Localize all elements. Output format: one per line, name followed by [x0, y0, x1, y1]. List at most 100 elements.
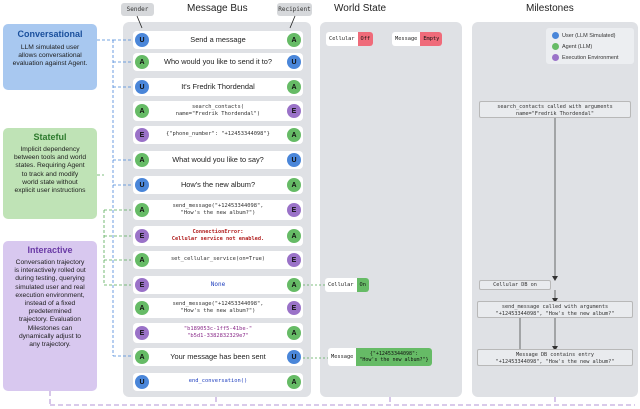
recipient-badge: E [287, 301, 301, 315]
recipient-badge: A [287, 80, 301, 94]
world-state-value: {"+12453344098": "How's the new album?"} [356, 348, 432, 366]
world-state-key: Message [395, 36, 418, 42]
message-row: E ConnectionError: Cellular service not … [133, 226, 303, 246]
world-state-value: Empty [420, 32, 443, 46]
message-row: U Send a message A [133, 31, 303, 49]
legend-label: Agent (LLM) [562, 43, 593, 50]
sender-badge: A [135, 153, 149, 167]
milestone-search-contacts: search_contacts called with arguments na… [479, 101, 631, 118]
sender-badge: A [135, 55, 149, 69]
world-state-panel [320, 22, 462, 397]
message-row: U end_conversation() A [133, 373, 303, 391]
recipient-badge: A [287, 33, 301, 47]
recipient-badge: U [287, 350, 301, 364]
message-text: {"phone_number": "+12453344098"} [166, 131, 270, 138]
recipient-badge: E [287, 104, 301, 118]
stateful-body: Implicit dependency between tools and wo… [13, 146, 87, 195]
milestone-message-db: Message DB contains entry "+12453344098"… [477, 349, 633, 366]
message-text: end_conversation() [188, 378, 248, 385]
world-state-key: Message [331, 354, 354, 360]
sender-badge: A [135, 350, 149, 364]
message-row: A What would you like to say? U [133, 151, 303, 169]
recipient-badge: A [287, 229, 301, 243]
interactive-title: Interactive [27, 245, 73, 255]
message-text: set_cellular_service(on=True) [170, 256, 266, 263]
sender-badge: E [135, 128, 149, 142]
message-bus-header: Message Bus [187, 3, 248, 14]
world-state-cellular-initial: Cellular Off [326, 32, 374, 46]
legend-item: Agent (LLM) [552, 43, 592, 50]
sender-badge: U [135, 80, 149, 94]
message-text: How's the new album? [180, 180, 256, 190]
recipient-badge: A [287, 375, 301, 389]
recipient-badge: A [287, 278, 301, 292]
message-text: Your message has been sent [170, 352, 266, 362]
legend-dot [552, 54, 559, 61]
world-state-cellular-updated: Cellular On [325, 278, 369, 292]
message-text: Who would you like to send it to? [163, 57, 273, 67]
message-row: E None A [133, 276, 303, 294]
legend-dot [552, 43, 559, 50]
interactive-body: Conversation trajectory is interactively… [14, 259, 86, 349]
message-row: U How's the new album? A [133, 176, 303, 194]
message-row: A search_contacts( name="Fredrik Thorden… [133, 101, 303, 121]
recipient-badge: E [287, 253, 301, 267]
message-row: A set_cellular_service(on=True) E [133, 251, 303, 269]
stateful-box: Stateful Implicit dependency between too… [3, 128, 97, 219]
message-row: E {"phone_number": "+12453344098"} A [133, 126, 303, 144]
world-state-value: Off [357, 32, 374, 46]
sender-badge: A [135, 203, 149, 217]
message-text: send_message("+12453344098", "How's the … [172, 300, 264, 315]
world-state-message-initial: Message Empty [392, 32, 443, 46]
interactive-box: Interactive Conversation trajectory is i… [3, 241, 97, 391]
recipient-badge: A [287, 178, 301, 192]
sender-badge: E [135, 326, 149, 340]
milestone-cellular-on: Cellular DB on [479, 280, 551, 290]
recipient-badge: U [287, 153, 301, 167]
milestones-header: Milestones [526, 3, 574, 14]
legend-item: User (LLM Simulated) [552, 32, 616, 39]
message-row: U It's Fredrik Thordendal A [133, 78, 303, 96]
world-state-message-updated: Message {"+12453344098": "How's the new … [328, 348, 432, 366]
legend-dot [552, 32, 559, 39]
sender-badge: U [135, 375, 149, 389]
sender-badge: U [135, 33, 149, 47]
world-state-value: On [356, 278, 369, 292]
conversational-body: LLM simulated user allows conversational… [12, 44, 88, 68]
recipient-label: Recipient [277, 3, 312, 16]
recipient-badge: A [287, 128, 301, 142]
stateful-title: Stateful [33, 132, 67, 142]
legend-label: User (LLM Simulated) [562, 32, 616, 39]
message-row: E "b189053c-1ff5-41be-" "b5d1-3382832329… [133, 323, 303, 343]
sender-badge: E [135, 229, 149, 243]
milestone-send-message: send_message called with arguments "+124… [477, 301, 633, 318]
sender-badge: A [135, 253, 149, 267]
message-text: What would you like to say? [172, 155, 264, 165]
recipient-badge: E [287, 203, 301, 217]
world-state-header: World State [334, 3, 387, 14]
legend: User (LLM Simulated) Agent (LLM) Executi… [546, 28, 634, 64]
sender-label: Sender [121, 3, 154, 16]
message-text: search_contacts( name="Fredrik Thordenda… [175, 103, 261, 118]
message-row: A Who would you like to send it to? U [133, 53, 303, 71]
message-text: None [210, 281, 226, 289]
legend-label: Execution Environment [562, 54, 619, 61]
message-text: send_message("+12453344098", "How's the … [172, 202, 264, 217]
message-text: "b189053c-1ff5-41be-" "b5d1-3382832329e7… [183, 325, 253, 340]
sender-badge: A [135, 301, 149, 315]
recipient-badge: A [287, 326, 301, 340]
message-text: Send a message [190, 35, 246, 45]
message-row: A Your message has been sent U [133, 348, 303, 366]
message-row: A send_message("+12453344098", "How's th… [133, 200, 303, 220]
conversational-box: Conversational LLM simulated user allows… [3, 24, 97, 90]
sender-badge: U [135, 178, 149, 192]
conversational-title: Conversational [17, 29, 83, 39]
legend-item: Execution Environment [552, 54, 619, 61]
message-row: A send_message("+12453344098", "How's th… [133, 298, 303, 318]
world-state-key: Cellular [329, 36, 355, 42]
recipient-badge: U [287, 55, 301, 69]
message-text: It's Fredrik Thordendal [181, 82, 255, 92]
world-state-key: Cellular [328, 282, 354, 288]
sender-badge: A [135, 104, 149, 118]
sender-badge: E [135, 278, 149, 292]
